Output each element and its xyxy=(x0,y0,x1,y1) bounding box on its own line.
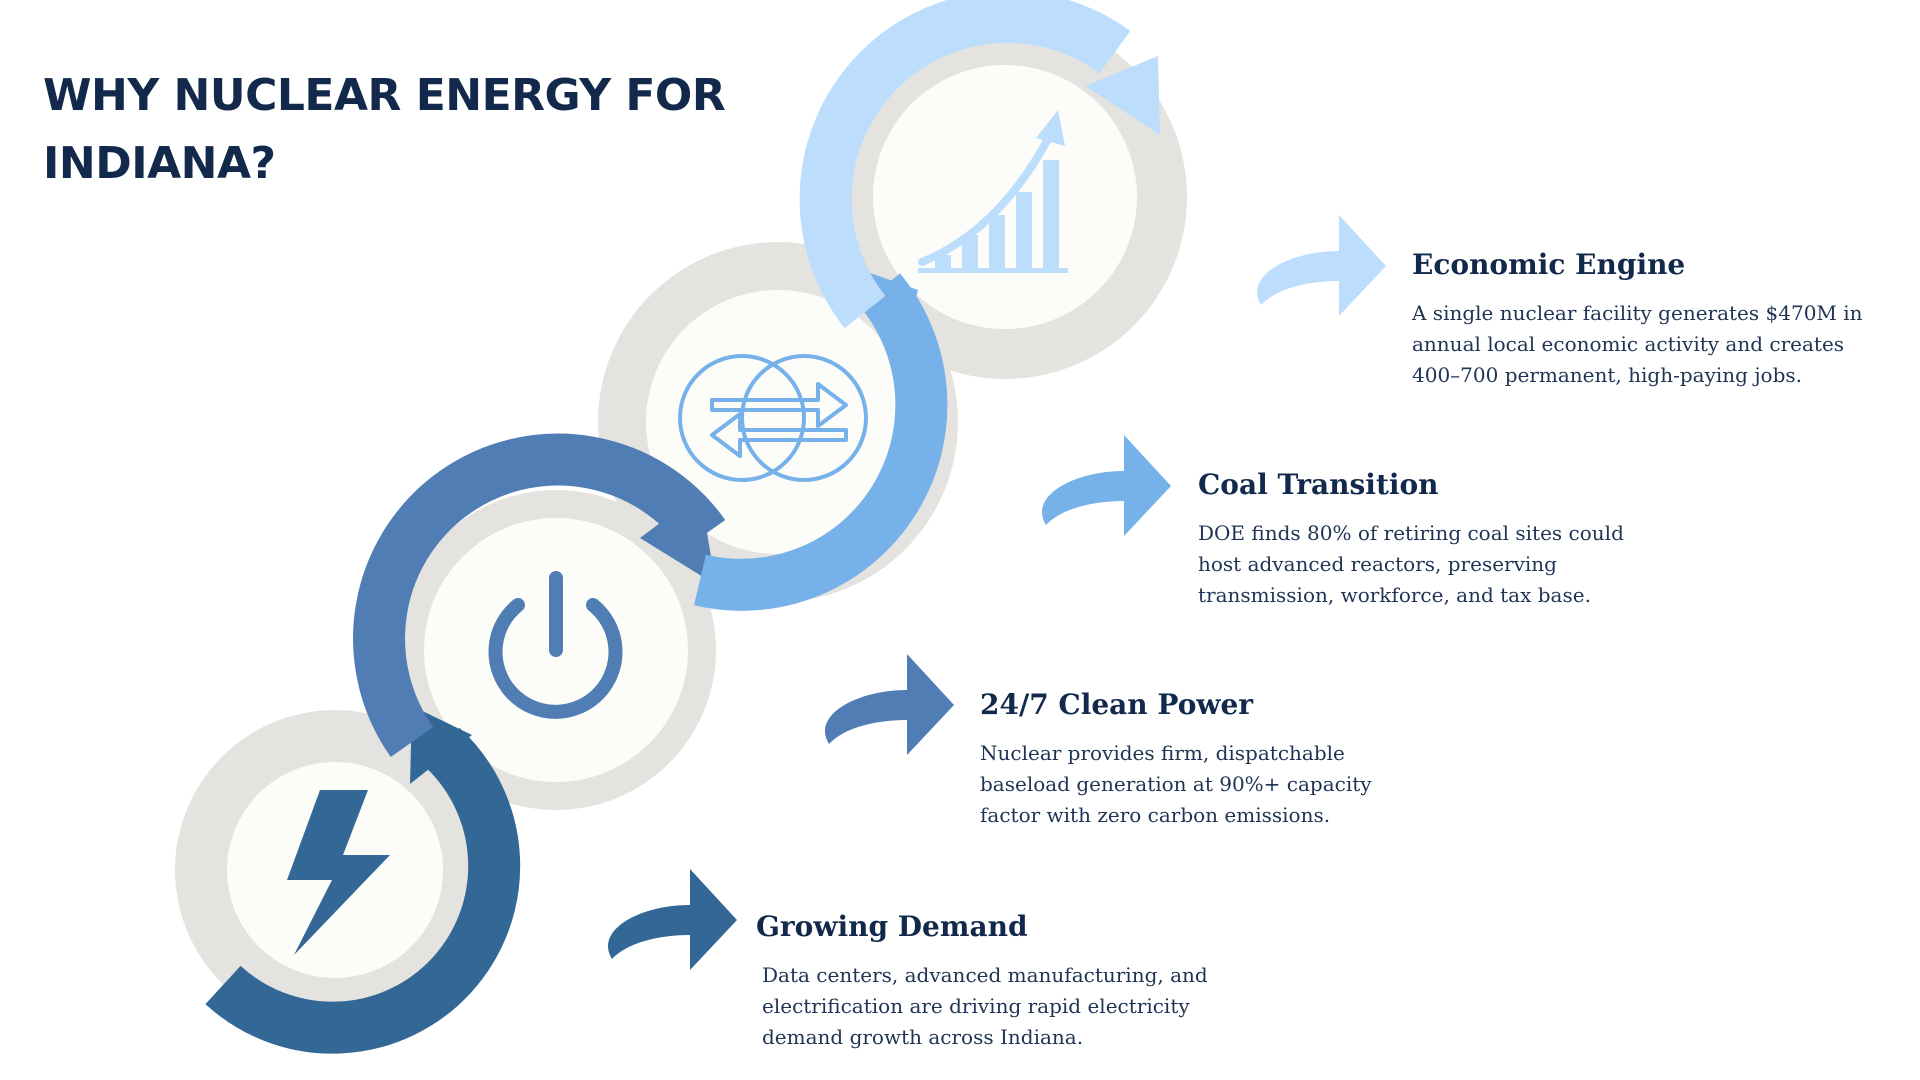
arrowhead-economic-engine xyxy=(1085,56,1160,135)
step-body-clean-power: Nuclear provides firm, dispatchable base… xyxy=(980,741,1372,827)
pointer-arrow-clean-power xyxy=(825,654,954,755)
pointer-arrow-growing-demand xyxy=(608,869,737,970)
pointer-arrow-coal-transition xyxy=(1042,435,1171,536)
transition-arrows-icon xyxy=(678,354,868,482)
step-economic-engine: Economic Engine A single nuclear facilit… xyxy=(1412,248,1882,391)
step-clean-power: 24/7 Clean Power Nuclear provides firm, … xyxy=(980,688,1400,831)
pointer-arrow-economic-engine xyxy=(1257,215,1386,316)
step-heading-clean-power: 24/7 Clean Power xyxy=(980,688,1254,721)
power-button-icon xyxy=(488,571,623,719)
progress-arc-clean-power xyxy=(353,433,726,758)
step-growing-demand: Growing Demand Data centers, advanced ma… xyxy=(756,910,1276,1053)
step-heading-coal-transition: Coal Transition xyxy=(1198,468,1439,501)
progress-arc-growing-demand xyxy=(205,727,521,1054)
step-body-coal-transition: DOE finds 80% of retiring coal sites cou… xyxy=(1198,521,1624,607)
inner-circle-coal-transition xyxy=(646,290,910,554)
step-coal-transition: Coal Transition DOE finds 80% of retirin… xyxy=(1198,468,1628,611)
arrowhead-clean-power xyxy=(640,493,716,585)
step-body-economic-engine: A single nuclear facility generates $470… xyxy=(1412,301,1863,387)
growth-chart-icon xyxy=(918,110,1068,273)
step-heading-growing-demand: Growing Demand xyxy=(756,910,1028,943)
lightning-bolt-icon xyxy=(287,790,390,955)
step-heading-economic-engine: Economic Engine xyxy=(1412,248,1686,281)
progress-arc-coal-transition xyxy=(694,273,948,611)
page-title: WHY NUCLEAR ENERGY FOR INDIANA? xyxy=(43,70,726,189)
progress-arc-economic-engine xyxy=(799,0,1131,329)
step-body-growing-demand: Data centers, advanced manufacturing, an… xyxy=(762,963,1208,1049)
